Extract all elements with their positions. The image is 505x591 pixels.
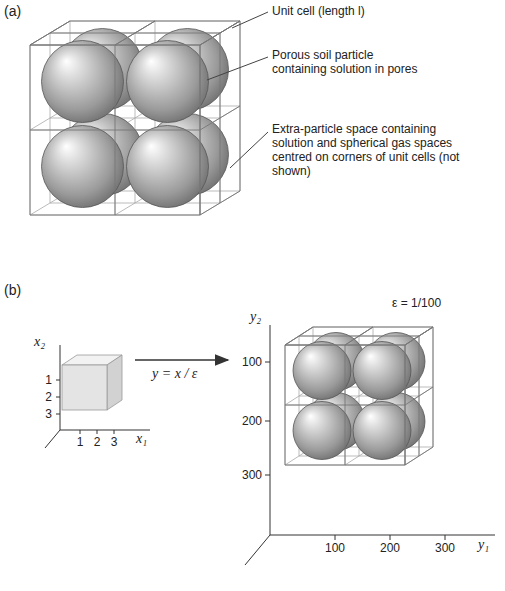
soil-particle (42, 41, 124, 123)
tick-number: 300 (228, 468, 262, 482)
tick-number: 300 (425, 541, 465, 555)
axis-label: y₁ (478, 538, 489, 552)
mapping-arrow (135, 359, 228, 361)
transform-equation: y = x / ε (152, 367, 197, 381)
tick-number: 2 (90, 435, 104, 449)
soil-particle (293, 342, 351, 400)
soil-particle (353, 342, 411, 400)
tick-number: 200 (228, 414, 262, 428)
tick-number: 3 (107, 435, 121, 449)
axis-label: y₂ (250, 310, 261, 324)
callout-text: Porous soil particle containing solution… (272, 48, 422, 76)
leader-lines (207, 12, 268, 168)
callout-text: Unit cell (length l) (272, 4, 365, 18)
tick-number: 1 (38, 373, 52, 387)
tick-number: 3 (38, 407, 52, 421)
axis-label: x₂ (34, 335, 45, 349)
soil-particle (42, 126, 124, 208)
tick-number: 200 (370, 541, 410, 555)
tick-number: 100 (315, 541, 355, 555)
axis-label: x₁ (136, 432, 147, 446)
scaled-unit-cell-array (285, 327, 433, 465)
domain-cube (62, 355, 122, 410)
y-axes (245, 325, 495, 565)
soil-particle (127, 126, 209, 208)
soil-particle (293, 402, 351, 460)
callout-text: Extra-particle space containing solution… (272, 122, 472, 178)
panel-label: (a) (4, 4, 21, 18)
soil-particle (353, 402, 411, 460)
scale-note: ε = 1/100 (392, 296, 441, 310)
unit-cell-array (30, 21, 240, 215)
tick-number: 2 (38, 390, 52, 404)
soil-particle (127, 41, 209, 123)
panel-label: (b) (4, 283, 21, 297)
tick-number: 100 (228, 355, 262, 369)
tick-number: 1 (73, 435, 87, 449)
x-axes (45, 345, 150, 448)
